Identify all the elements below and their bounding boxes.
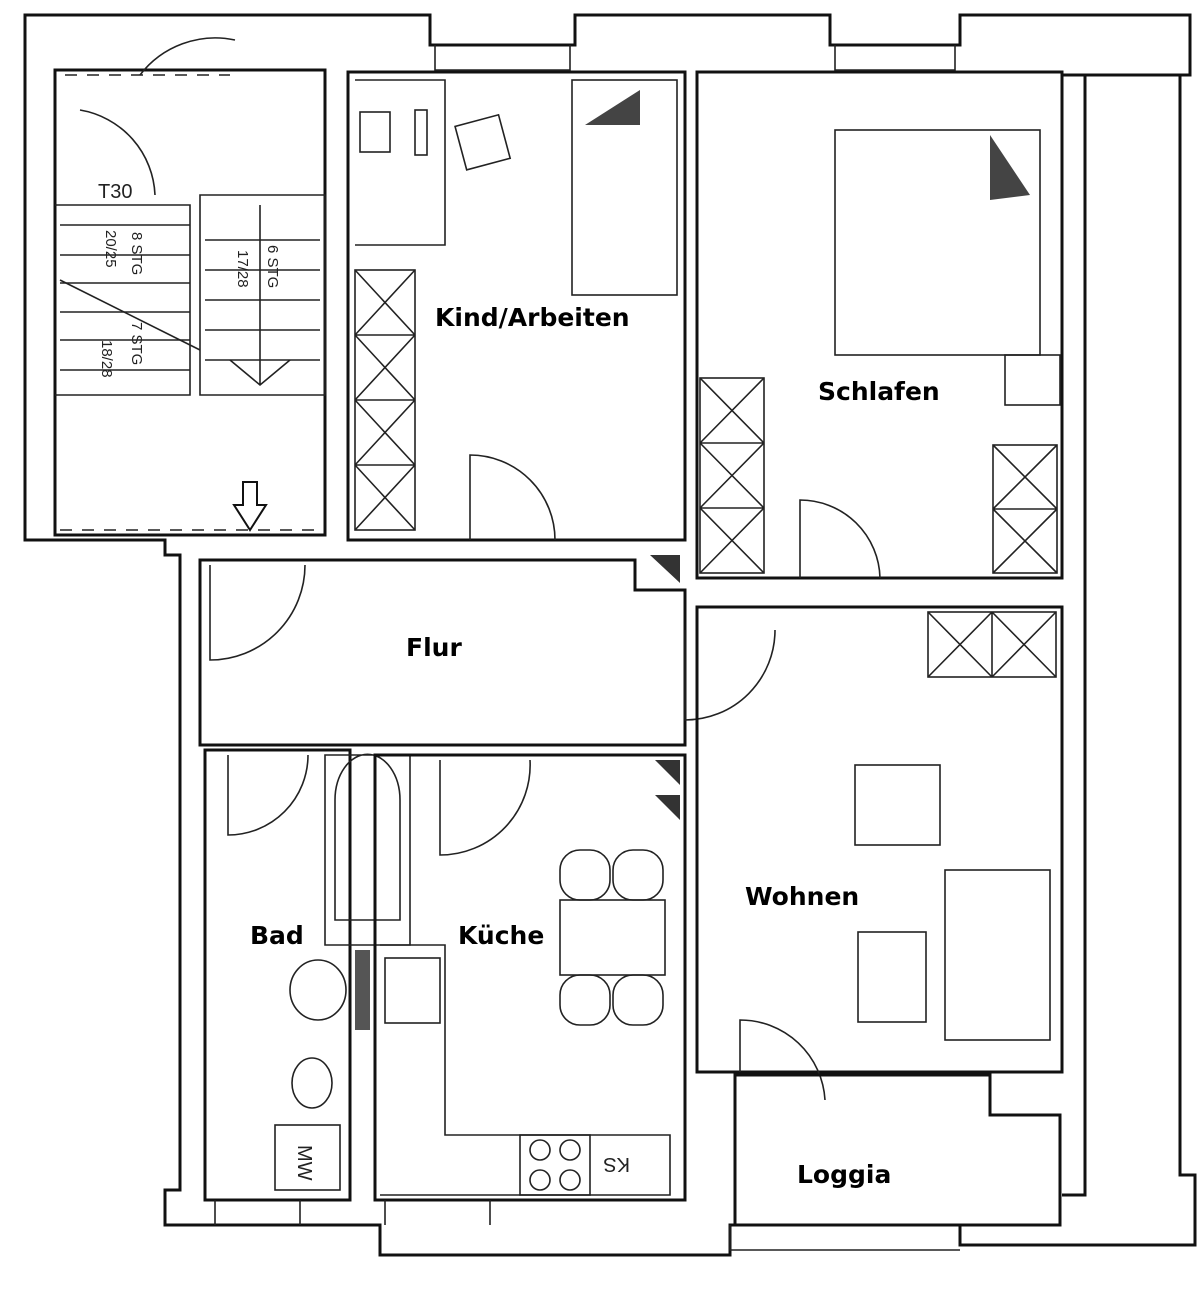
room-flur: Flur bbox=[198, 555, 776, 747]
stair-dim-label: 18/28 bbox=[98, 340, 115, 378]
door bbox=[227, 754, 309, 836]
shaft bbox=[650, 555, 680, 583]
room-label: Schlafen bbox=[818, 377, 940, 406]
wardrobe bbox=[354, 269, 416, 531]
sofa bbox=[944, 869, 1051, 1041]
armchair bbox=[854, 764, 941, 846]
fridge-label: KS bbox=[603, 1153, 630, 1175]
coffee-table bbox=[857, 931, 927, 1023]
stair-label: 8 STG bbox=[128, 232, 145, 275]
stair-label: 6 STG bbox=[264, 245, 281, 288]
sink bbox=[289, 959, 347, 1021]
windows bbox=[214, 45, 960, 1251]
stair-dim-label: 17/28 bbox=[234, 250, 251, 288]
door-rating-label: T30 bbox=[98, 181, 132, 203]
bed bbox=[571, 79, 678, 296]
door bbox=[439, 759, 531, 856]
washer-label: MW bbox=[293, 1145, 315, 1181]
shaft bbox=[655, 760, 680, 820]
bed bbox=[834, 129, 1041, 356]
wardrobe bbox=[927, 611, 1057, 678]
stair-label: 7 STG bbox=[128, 322, 145, 365]
room-schlafen: Schlafen bbox=[695, 70, 1064, 580]
room-wohnen: Wohnen bbox=[695, 605, 1064, 1101]
door bbox=[469, 454, 556, 541]
washing-machine bbox=[274, 1124, 341, 1191]
room-label: Wohnen bbox=[745, 882, 859, 911]
room-kueche: KS Küche bbox=[355, 753, 687, 1202]
wardrobe bbox=[992, 444, 1058, 574]
staircase: T30 8 STG 20/25 7 STG 18/28 6 STG 17/28 bbox=[55, 37, 326, 532]
dining-table bbox=[559, 849, 666, 1026]
room-loggia: Loggia bbox=[733, 1073, 1062, 1227]
entrance-arrow-icon bbox=[232, 481, 268, 532]
stair-dim-label: 20/25 bbox=[102, 230, 119, 268]
outer-walls bbox=[23, 13, 1197, 1257]
desk-item bbox=[359, 111, 391, 153]
stove bbox=[519, 1134, 591, 1196]
kitchen-sink bbox=[384, 957, 441, 1024]
door bbox=[739, 1019, 826, 1101]
room-label: Loggia bbox=[797, 1160, 891, 1189]
chair bbox=[454, 113, 512, 171]
room-kind-arbeiten: Kind/Arbeiten bbox=[346, 70, 687, 542]
room-label: Küche bbox=[458, 921, 544, 950]
room-label: Bad bbox=[250, 921, 304, 950]
room-label: Flur bbox=[406, 633, 462, 662]
room-label: Kind/Arbeiten bbox=[435, 303, 630, 332]
bathtub bbox=[324, 753, 411, 946]
toilet bbox=[291, 1057, 333, 1109]
door bbox=[209, 564, 306, 661]
wardrobe bbox=[699, 377, 765, 574]
stair-treads bbox=[59, 205, 320, 387]
door bbox=[799, 499, 881, 579]
room-bad: MW Bad bbox=[203, 748, 411, 1202]
